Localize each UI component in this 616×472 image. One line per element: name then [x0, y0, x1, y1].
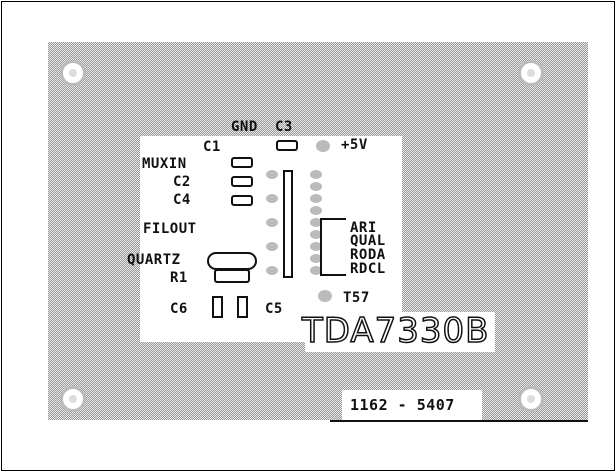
part-number: 1162 - 5407	[350, 396, 455, 414]
label-r1: R1	[170, 270, 188, 286]
mounting-hole-bottom-right	[518, 386, 544, 412]
ic-pad	[310, 230, 322, 239]
mounting-hole-top-left	[60, 60, 86, 86]
ic-pad	[266, 194, 278, 203]
label-c6: C6	[170, 301, 188, 317]
5v-pad	[316, 140, 330, 152]
ic-pad	[310, 242, 322, 251]
part-number-area	[342, 390, 482, 420]
ic-pad	[266, 266, 278, 275]
c2-pad	[231, 176, 253, 187]
pcb-board	[48, 42, 588, 420]
label-t57: T57	[343, 290, 370, 306]
label-qual: QUAL	[350, 233, 386, 249]
label-c2: C2	[173, 174, 191, 190]
ic-pad	[310, 206, 322, 215]
label-filout: FILOUT	[143, 221, 197, 237]
r1-resistor	[214, 269, 250, 283]
c4-pad	[231, 195, 253, 206]
ic-pad	[310, 254, 322, 263]
label-quartz: QUARTZ	[127, 252, 181, 268]
label-ari: ARI	[350, 220, 377, 236]
chip-name: TDA7330B	[301, 311, 490, 351]
label-c3: C3	[275, 119, 293, 135]
label-rdcl: RDCL	[350, 261, 386, 277]
mounting-hole-top-right	[518, 60, 544, 86]
c6-capacitor	[212, 296, 223, 318]
ic-pad	[310, 218, 322, 227]
label-plus5v: +5V	[341, 137, 368, 153]
quartz-crystal	[207, 252, 257, 270]
ic-pad	[310, 170, 322, 179]
c5-capacitor	[237, 296, 248, 318]
bottom-edge-line	[330, 420, 588, 422]
ic-pad	[266, 170, 278, 179]
chip-label-area	[305, 312, 495, 352]
ic-pad	[266, 218, 278, 227]
label-muxin: MUXIN	[142, 156, 187, 172]
muxin-pad	[231, 157, 253, 168]
connector-bracket	[320, 218, 346, 276]
ic-pad	[266, 242, 278, 251]
ic-pad	[310, 266, 322, 275]
ic-pad	[310, 182, 322, 191]
label-gnd: GND	[231, 119, 258, 135]
ic-bar	[283, 170, 293, 278]
mounting-hole-bottom-left	[60, 386, 86, 412]
t57-pad	[318, 290, 332, 302]
label-c4: C4	[173, 192, 191, 208]
ic-pad	[310, 194, 322, 203]
label-c1: C1	[203, 139, 221, 155]
label-roda: RODA	[350, 247, 386, 263]
c3-pad	[276, 140, 298, 151]
label-c5: C5	[265, 301, 283, 317]
